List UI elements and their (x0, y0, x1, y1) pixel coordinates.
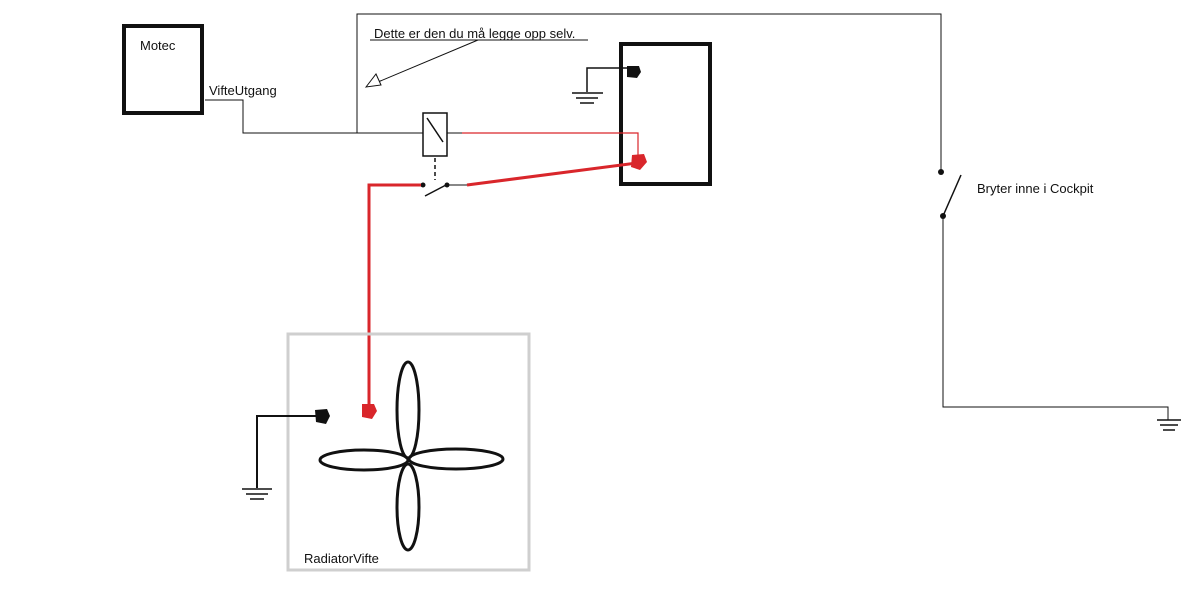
vifte-utgang-label: VifteUtgang (209, 83, 277, 98)
wire-relay-to-battery-positive (462, 132, 639, 158)
switch-label: Bryter inne i Cockpit (977, 181, 1094, 196)
fan-label: RadiatorVifte (304, 551, 379, 566)
ground-icon (572, 92, 603, 104)
note-arrow (364, 39, 588, 88)
wire-motec-to-relay (205, 99, 423, 134)
relay-coil (422, 112, 462, 180)
wire-switch-to-ground (942, 216, 1169, 420)
wire-relay-to-switch (356, 13, 942, 172)
fan-negative-terminal (315, 409, 330, 424)
fan-positive-terminal (362, 404, 377, 419)
cockpit-switch (938, 169, 962, 219)
ground-icon (242, 488, 272, 500)
ground-icon (1157, 419, 1181, 431)
battery-box (619, 42, 712, 186)
fan-box (286, 332, 531, 572)
battery-negative-terminal (627, 66, 641, 78)
wire-battery-ground (586, 67, 630, 92)
wire-fan-ground (256, 415, 318, 488)
motec-box (122, 24, 204, 115)
note-label: Dette er den du må legge opp selv. (374, 26, 576, 41)
fan-icon (318, 360, 505, 552)
wire-contact-to-fan (367, 183, 421, 408)
wire-contact-to-battery-positive (466, 161, 638, 187)
battery-positive-terminal (631, 154, 647, 170)
relay-contact (420, 182, 467, 197)
motec-label: Motec (140, 38, 176, 53)
